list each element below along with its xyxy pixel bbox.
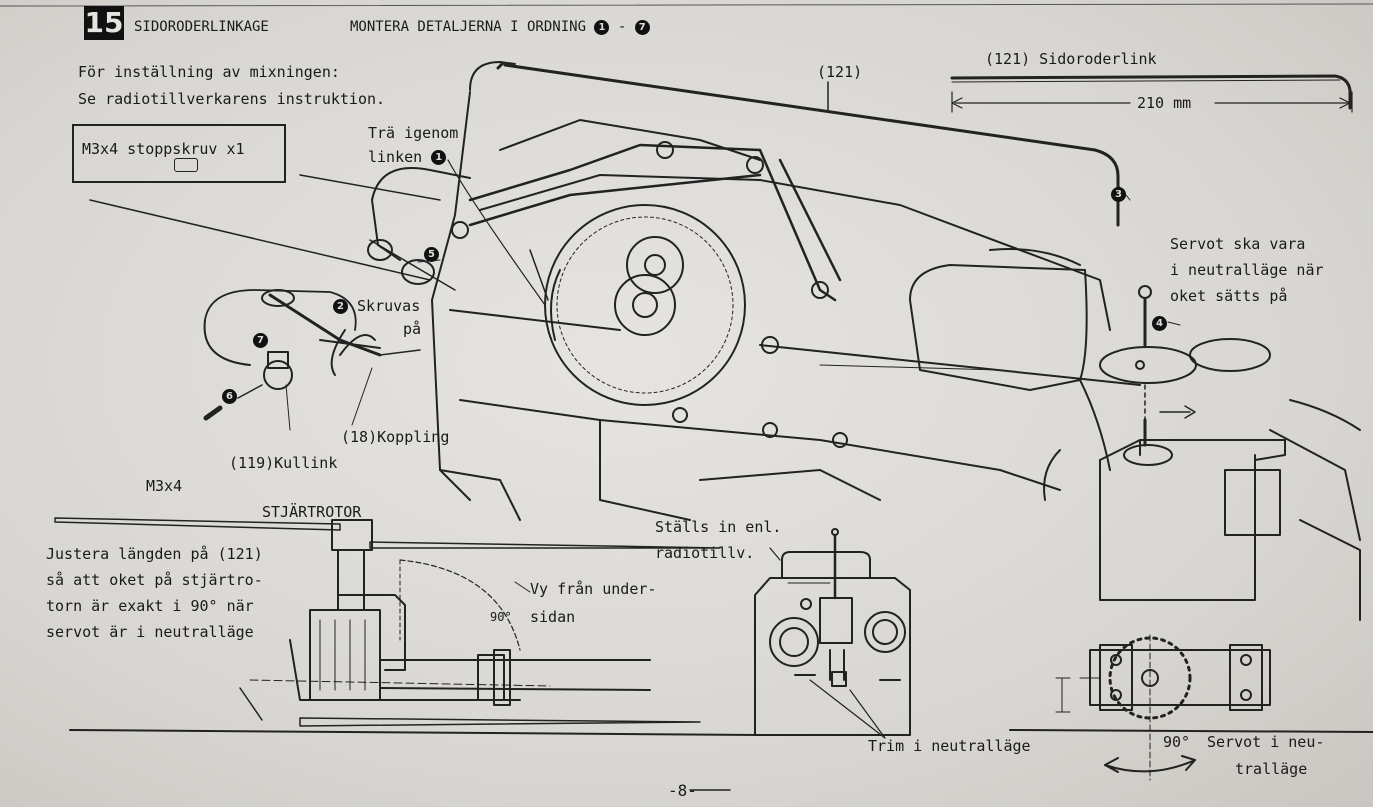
step-range-separator: - [617, 19, 627, 35]
step-1-marker: 1 [431, 150, 447, 165]
screw-size-label: M3x4 [146, 477, 183, 495]
tail-rotor-note-line-4: servot är i neutralläge [46, 623, 254, 641]
parts-box-label: M3x4 stoppskruv x1 [82, 140, 245, 158]
servo-note-line-1: Servot ska vara [1170, 235, 1306, 253]
servo-neutral-line-1: Servot i neu- [1207, 733, 1325, 751]
instruction-prefix: MONTERA DETALJERNA I ORDNING [350, 19, 587, 35]
step-number-badge: 15 [84, 6, 124, 40]
set-screw-icon [174, 158, 198, 172]
thread-label-line-2: linken 1 [368, 148, 447, 166]
step-7-callout: 7 [253, 330, 268, 349]
transmitter-note-line-2: radiotillv. [655, 544, 755, 562]
rod-detail-length: 210 mm [1137, 94, 1192, 112]
screw-on-text: Skruvas [357, 297, 421, 315]
thread-label-text: linken [368, 148, 423, 166]
view-from-below-line-1: Vy från under- [530, 580, 657, 598]
ball-link-label: (119)Kullink [229, 454, 338, 472]
trim-neutral-label: Trim i neutralläge [868, 737, 1031, 755]
step-7-marker: 7 [253, 333, 268, 348]
step-5-callout: 5 [424, 244, 439, 263]
instruction-heading: MONTERA DETALJERNA I ORDNING 1 - 7 [350, 19, 650, 36]
step-4-callout: 4 [1152, 313, 1167, 332]
servo-neutral-angle: 90° [1163, 733, 1191, 751]
step-3-callout: 3 [1111, 184, 1126, 203]
intro-line-1: För inställning av mixningen: [78, 63, 340, 81]
intro-line-2: Se radiotillverkarens instruktion. [78, 90, 386, 108]
screw-on-label-line-2: på [403, 320, 422, 338]
tail-rotor-angle-label: 90° [490, 610, 512, 624]
coupling-label: (18)Koppling [341, 428, 450, 446]
step-3-marker: 3 [1111, 187, 1126, 202]
step-6-marker: 6 [222, 389, 237, 404]
tail-rotor-note-line-1: Justera längden på (121) [46, 545, 263, 563]
section-title: SIDORODERLINKAGE [134, 19, 269, 35]
servo-neutral-line-2: tralläge [1235, 760, 1308, 778]
tail-rotor-note-line-2: så att oket på stjärtro- [46, 571, 263, 589]
rod-detail-title: (121) Sidoroderlink [985, 50, 1157, 68]
servo-note-line-2: i neutralläge när [1170, 261, 1324, 279]
step-2-marker: 2 [333, 299, 348, 314]
screw-on-label-line-1: 2 Skruvas [333, 297, 420, 315]
step-4-marker: 4 [1152, 316, 1167, 331]
step-6-callout: 6 [222, 386, 237, 405]
tail-rotor-title: STJÄRTROTOR [262, 503, 362, 521]
step-range-end-marker: 7 [634, 19, 650, 35]
parts-box: M3x4 stoppskruv x1 [72, 124, 286, 183]
tail-rotor-note-line-3: torn är exakt i 90° när [46, 597, 254, 615]
transmitter-note-line-1: Ställs in enl. [655, 518, 782, 536]
page-number: -8- [668, 781, 697, 800]
rod-reference-label: (121) [817, 63, 863, 81]
step-5-marker: 5 [424, 247, 439, 262]
thread-label-line-1: Trä igenom [368, 124, 459, 142]
servo-note-line-3: oket sätts på [1170, 287, 1288, 305]
view-from-below-line-2: sidan [530, 608, 576, 626]
step-range-start-marker: 1 [594, 19, 610, 35]
